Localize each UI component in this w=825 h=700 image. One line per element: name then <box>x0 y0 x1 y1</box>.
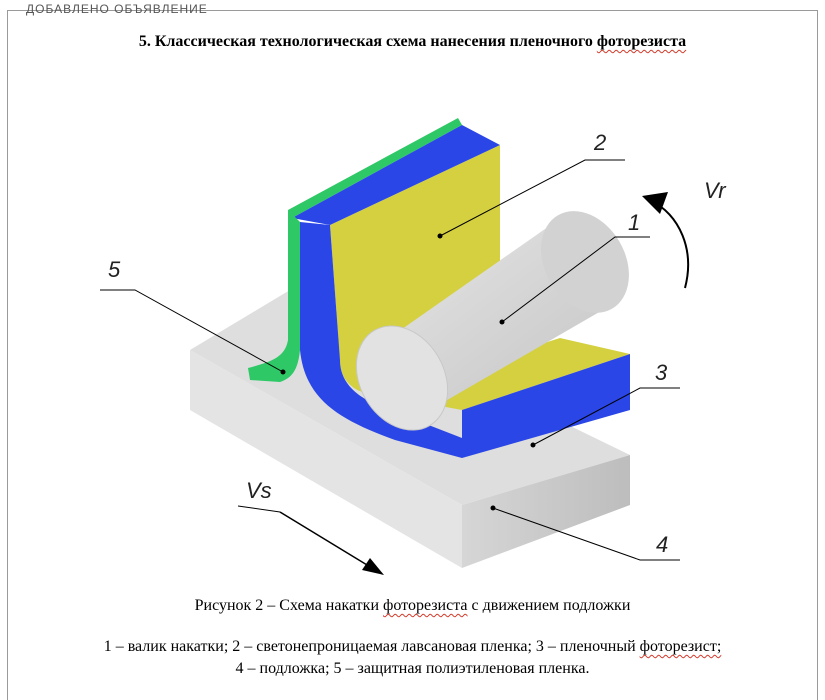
legend-word-spellcheck: фоторезист; <box>639 638 722 655</box>
leader-lines <box>100 159 680 561</box>
dot-5 <box>280 369 286 375</box>
caption-post: с движением подложки <box>467 597 631 614</box>
lavsan-blue-top <box>292 125 500 225</box>
label-3: 3 <box>655 360 668 385</box>
figure-legend: 1 – валик накатки; 2 – светонепроницаема… <box>0 636 825 680</box>
dot-4 <box>490 505 496 511</box>
leader-5 <box>100 289 284 373</box>
leader-1 <box>501 236 650 323</box>
title-word-spellcheck: фоторезиста <box>596 33 687 50</box>
label-1: 1 <box>628 210 640 235</box>
protective-green-top <box>288 118 462 218</box>
lavsan-blue-front <box>300 222 462 458</box>
rotation-arrow-arc <box>649 199 690 289</box>
dot-3 <box>530 442 536 448</box>
legend-line-1: 1 – валик накатки; 2 – светонепроницаема… <box>0 636 825 658</box>
dot-1 <box>499 319 505 325</box>
dot-2 <box>437 233 443 239</box>
label-vs: Vs <box>246 478 272 503</box>
cut-header-text: ДОБАВЛЕНО ОБЪЯВЛЕНИЕ <box>26 2 208 16</box>
caption-word-spellcheck: фоторезиста <box>383 597 468 614</box>
substrate-front-face <box>462 455 630 568</box>
label-5: 5 <box>108 257 121 282</box>
legend-line-1-text: 1 – валик накатки; 2 – светонепроницаема… <box>103 638 640 655</box>
leader-3 <box>532 387 680 446</box>
label-vr: Vr <box>704 178 727 203</box>
roller-near-end <box>355 325 449 431</box>
rotation-arrow-head <box>642 192 668 214</box>
leader-4 <box>492 507 680 561</box>
label-2: 2 <box>593 130 606 155</box>
legend-line-2: 4 – подложка; 5 – защитная полиэтиленова… <box>235 660 590 677</box>
page-frame: ДОБАВЛЕНО ОБЪЯВЛЕНИЕ <box>7 2 818 700</box>
leader-dots <box>280 233 536 511</box>
motion-arrow-shaft <box>279 511 373 569</box>
caption-pre: Рисунок 2 – Схема накатки <box>194 597 383 614</box>
protective-green-strip <box>248 210 300 382</box>
roller <box>355 211 629 431</box>
substrate-left-face <box>190 350 462 568</box>
roller-far-end <box>541 211 629 313</box>
figure-caption: Рисунок 2 – Схема накатки фоторезиста с … <box>0 597 825 615</box>
page-title: 5. Классическая технологическая схема на… <box>0 33 825 51</box>
label-4: 4 <box>656 532 668 557</box>
leader-2 <box>439 159 625 237</box>
rotation-arrow <box>642 192 690 289</box>
motion-arrow-head <box>362 558 384 575</box>
vs-underline <box>237 505 281 513</box>
motion-arrow <box>237 505 384 575</box>
title-main: 5. Классическая технологическая схема на… <box>138 33 597 50</box>
photoresist-front <box>462 354 630 458</box>
